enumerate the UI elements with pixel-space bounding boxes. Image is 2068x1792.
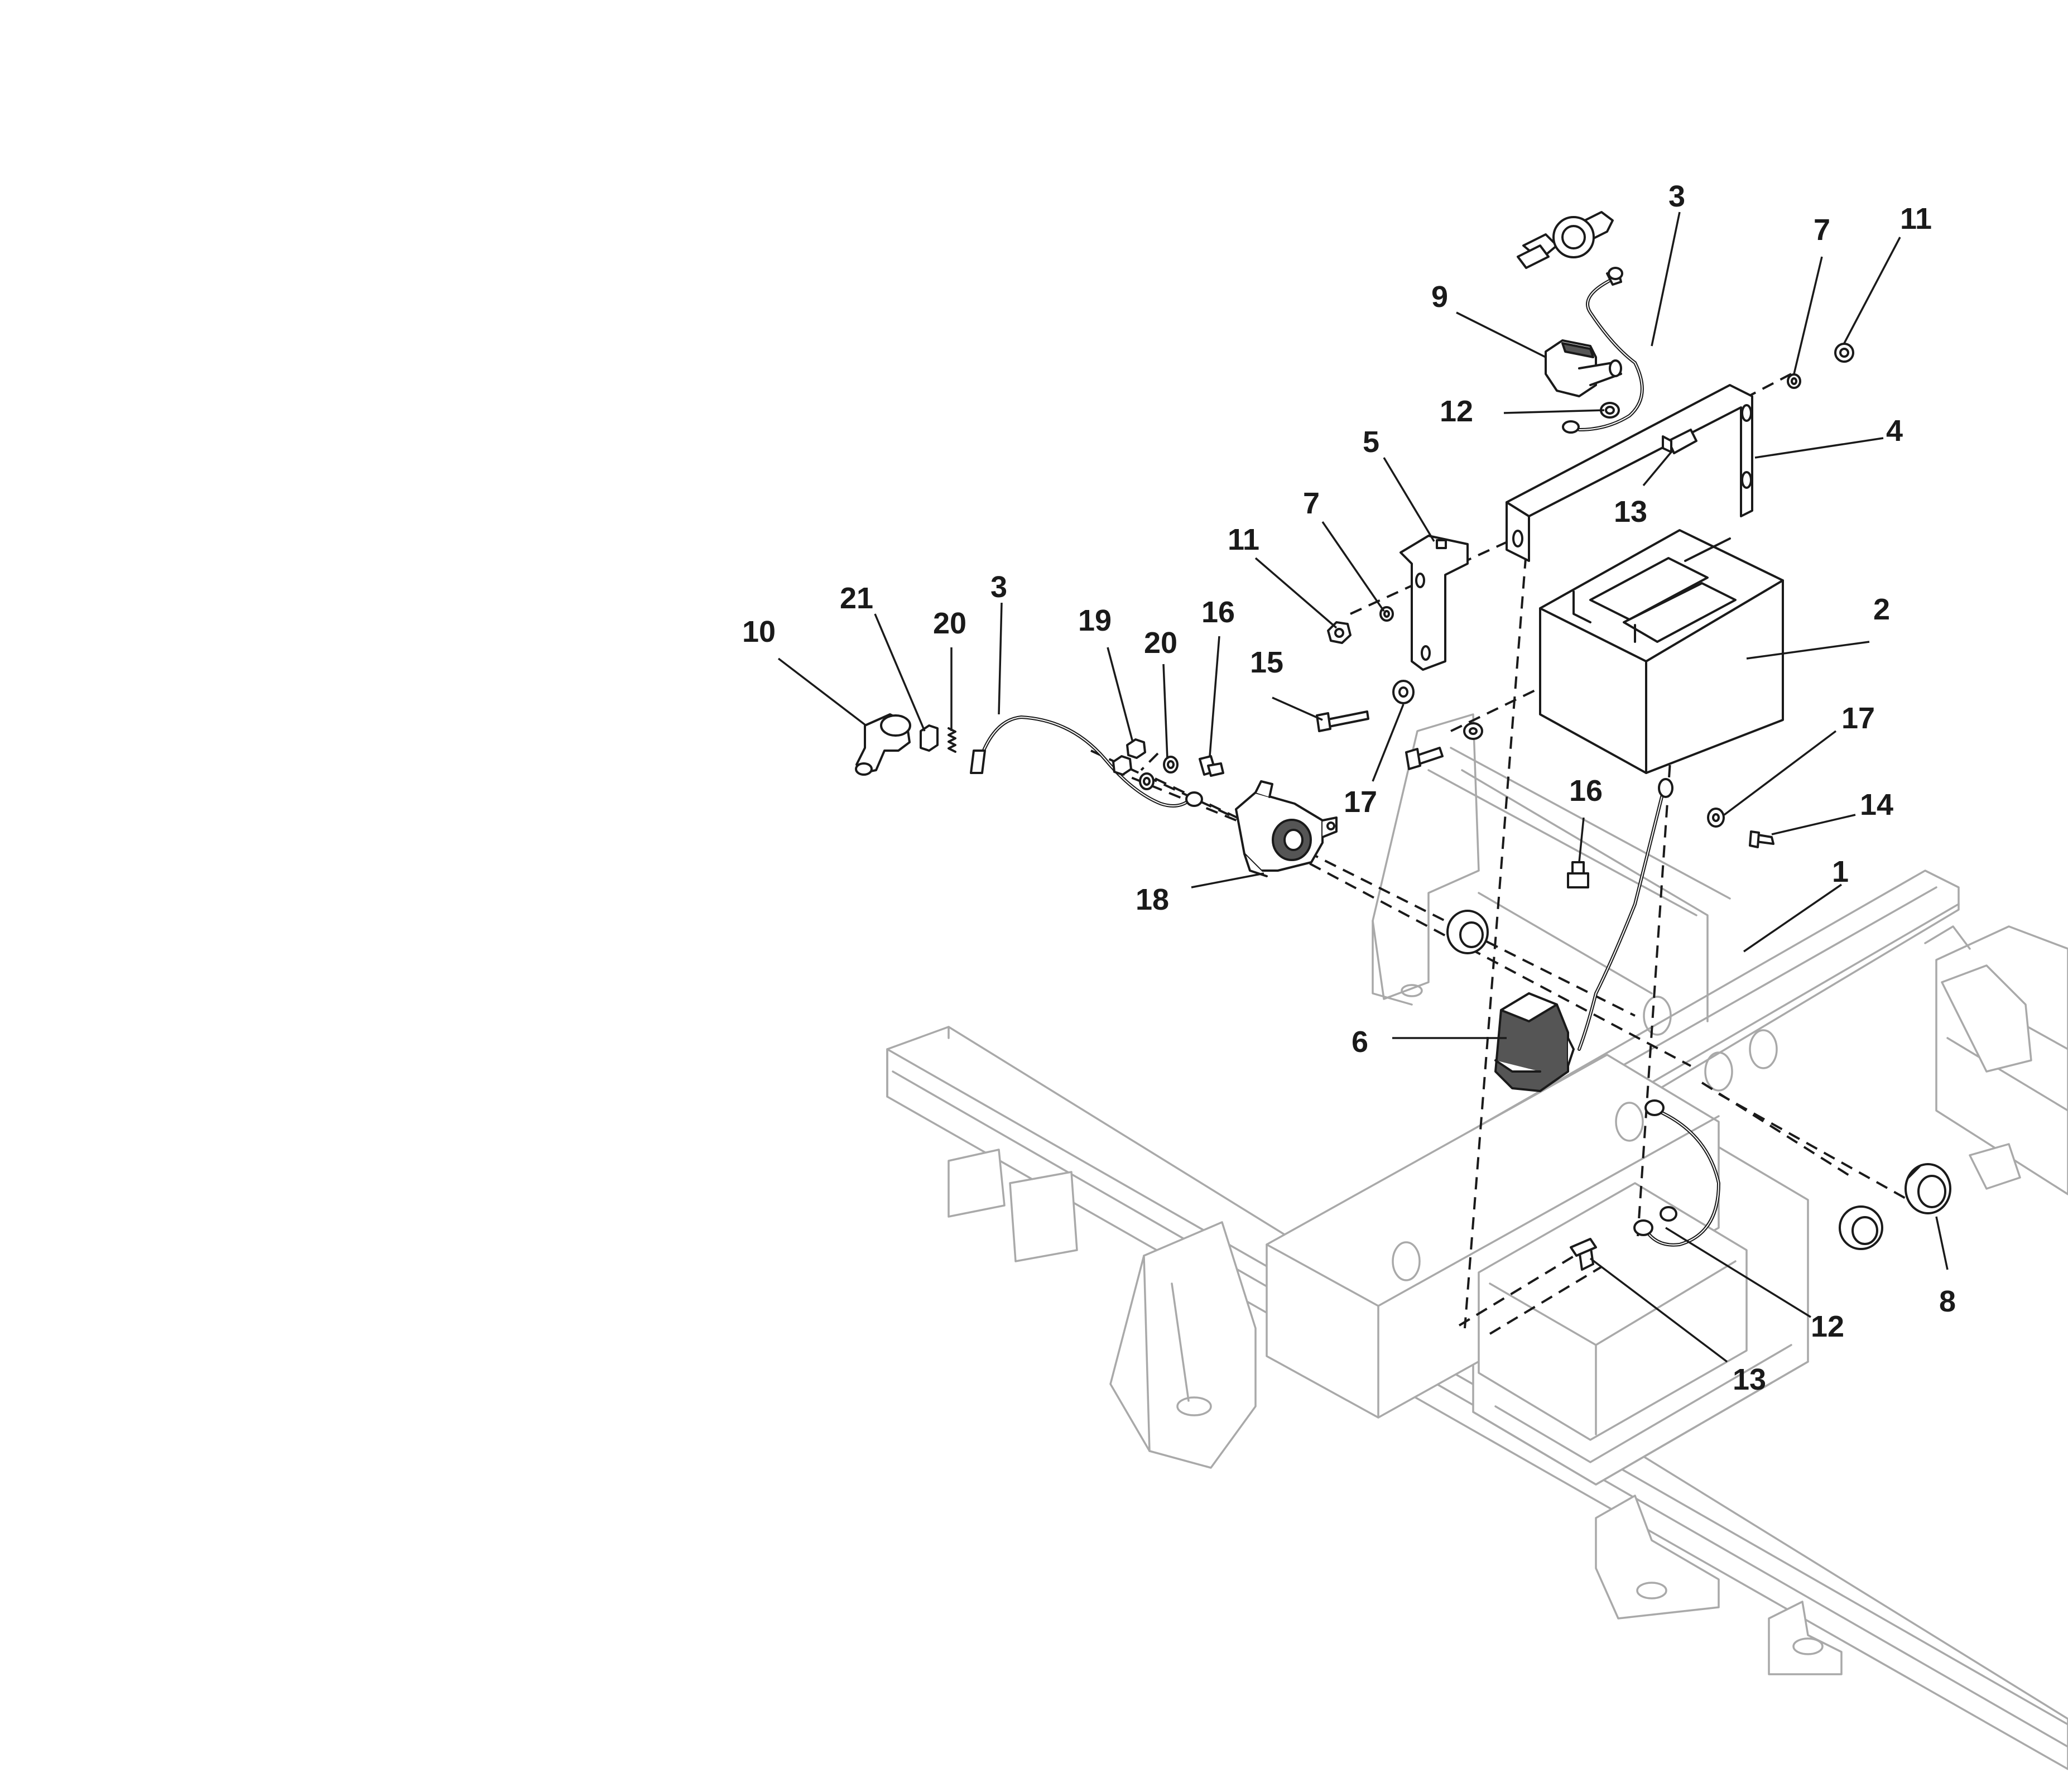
ground-cable bbox=[1578, 778, 1673, 1051]
callout-20-left: 20 bbox=[933, 607, 966, 640]
bolt-14 bbox=[1749, 830, 1774, 848]
callout-12-lower: 12 bbox=[1811, 1310, 1844, 1343]
callout-3-top: 3 bbox=[1668, 180, 1685, 213]
assembly-lines bbox=[1090, 373, 1909, 1335]
bolt-16-center bbox=[1567, 861, 1589, 888]
elbow-boot bbox=[855, 713, 911, 776]
chassis-frame bbox=[886, 713, 2068, 1770]
callout-10: 10 bbox=[742, 615, 776, 648]
callout-17-right: 17 bbox=[1841, 702, 1875, 735]
callout-18: 18 bbox=[1136, 883, 1169, 916]
callout-14: 14 bbox=[1860, 788, 1893, 821]
nut-upper-right bbox=[1834, 343, 1854, 363]
tray-bolt bbox=[1405, 722, 1483, 770]
callout-21: 21 bbox=[840, 582, 873, 615]
fuse-holder bbox=[1494, 992, 1575, 1092]
bolt-16-left bbox=[1199, 755, 1224, 777]
callout-7-left: 7 bbox=[1303, 487, 1320, 520]
callout-5: 5 bbox=[1363, 425, 1379, 459]
callout-11-upper: 11 bbox=[1900, 202, 1932, 236]
callout-19: 19 bbox=[1078, 604, 1112, 637]
nut-19 bbox=[1112, 738, 1146, 776]
callout-6: 6 bbox=[1352, 1025, 1368, 1059]
callout-labels: 1 2 3 3 4 5 6 7 7 8 9 10 11 11 12 12 13 … bbox=[742, 180, 1956, 1396]
nut-21 bbox=[920, 724, 939, 752]
callout-3-left: 3 bbox=[990, 570, 1007, 604]
washer-20 bbox=[1139, 756, 1179, 790]
callout-11-left: 11 bbox=[1228, 523, 1259, 556]
nut-upper bbox=[1600, 402, 1620, 419]
callout-13-lower: 13 bbox=[1733, 1363, 1766, 1396]
battery-cable-upper bbox=[1562, 267, 1644, 434]
grommet-left bbox=[1446, 910, 1489, 954]
washer-upper-right bbox=[1787, 373, 1801, 389]
washer-17-right bbox=[1707, 808, 1725, 828]
callout-7-upper: 7 bbox=[1814, 213, 1830, 247]
callout-2: 2 bbox=[1873, 593, 1890, 626]
terminal-boot bbox=[1545, 339, 1622, 397]
callout-4: 4 bbox=[1886, 414, 1903, 448]
callout-20-right: 20 bbox=[1144, 626, 1177, 660]
leader-lines bbox=[777, 212, 1949, 1363]
callout-17-upper: 17 bbox=[1344, 785, 1377, 819]
spring-left bbox=[948, 727, 956, 753]
lower-cable bbox=[1633, 1099, 1721, 1247]
callout-9: 9 bbox=[1431, 280, 1448, 314]
callout-12-upper: 12 bbox=[1440, 395, 1473, 428]
callout-16-left: 16 bbox=[1201, 595, 1235, 629]
callout-1: 1 bbox=[1832, 855, 1849, 888]
callout-8: 8 bbox=[1939, 1285, 1956, 1318]
nut-left bbox=[1327, 621, 1352, 644]
callout-13-upper: 13 bbox=[1614, 495, 1647, 529]
starter-solenoid bbox=[1235, 780, 1338, 877]
grommet-right bbox=[1905, 1163, 1951, 1214]
callout-16-center: 16 bbox=[1569, 774, 1603, 808]
washer-17-upper bbox=[1392, 680, 1415, 704]
bolt-15 bbox=[1316, 710, 1369, 732]
terminal-cap bbox=[1517, 211, 1614, 269]
battery bbox=[1539, 529, 1784, 774]
callout-15: 15 bbox=[1250, 646, 1283, 679]
battery-cable-left bbox=[970, 715, 1203, 808]
grommet-center bbox=[1839, 1205, 1883, 1250]
j-bolt-strap bbox=[1399, 535, 1469, 671]
bolt-lower bbox=[1570, 1238, 1597, 1271]
